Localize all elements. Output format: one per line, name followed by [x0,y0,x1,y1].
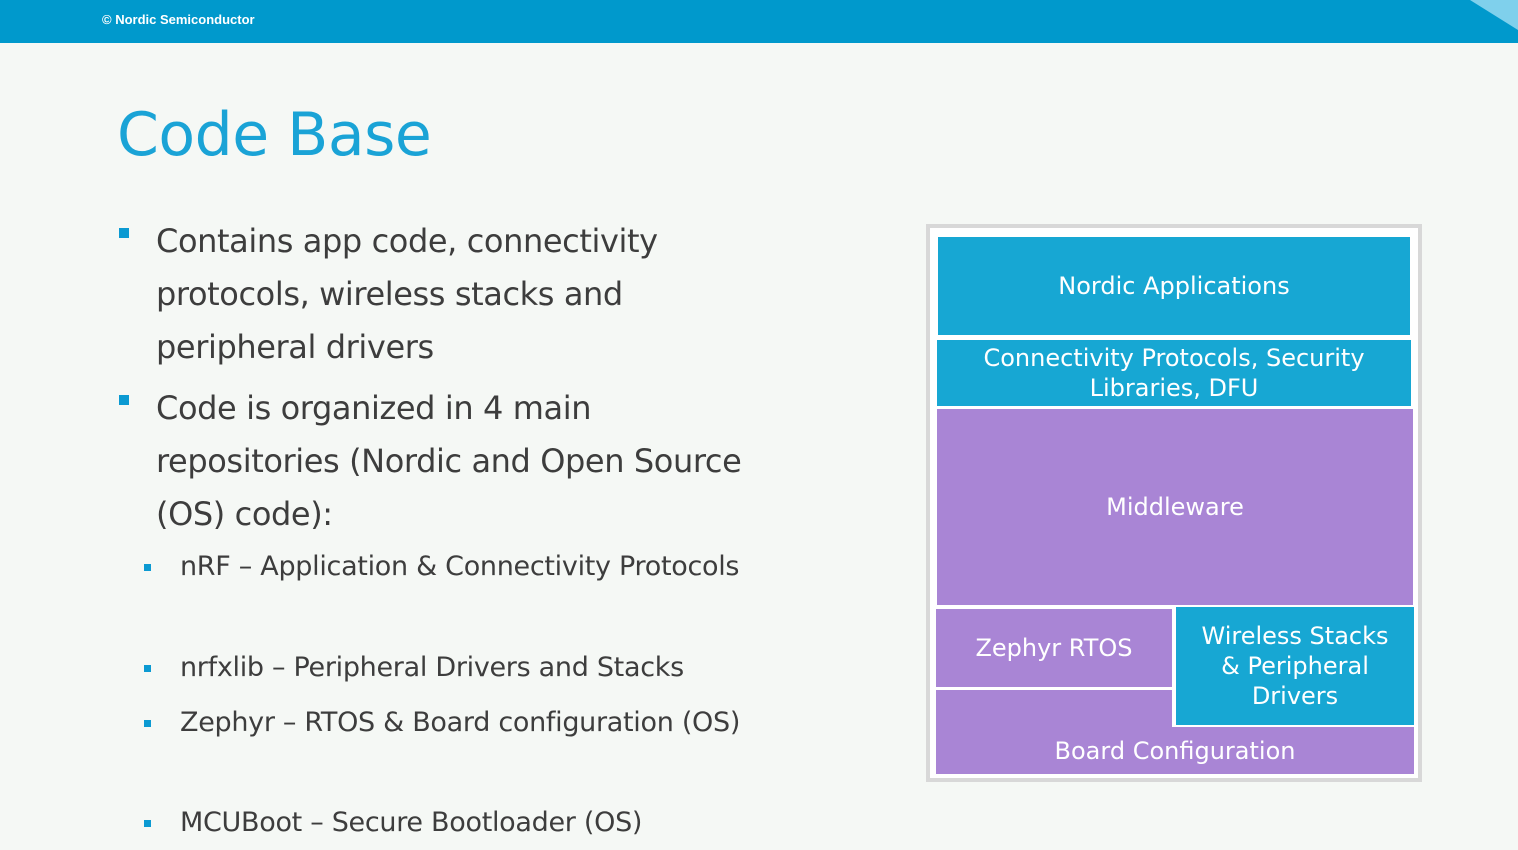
copyright-text: © Nordic Semiconductor [102,12,255,27]
wireless-stacks-block: Wireless Stacks & Peripheral Drivers [1176,607,1414,725]
corner-accent [1470,0,1518,30]
bullet-item: Contains app code, connectivity protocol… [119,215,756,374]
middleware-block: Middleware [937,409,1413,605]
sub-bullet-item: Zephyr – RTOS & Board configuration (OS) [144,700,780,746]
header-bar: © Nordic Semiconductor [0,0,1518,43]
board-configuration-block: Board Configuration [936,727,1414,774]
bullet-item: Code is organized in 4 main repositories… [119,382,756,541]
sub-bullet-item: nrfxlib – Peripheral Drivers and Stacks [144,645,780,691]
nordic-applications-block: Nordic Applications [938,237,1410,335]
connectivity-protocols-block: Connectivity Protocols, Security Librari… [937,340,1411,406]
architecture-diagram: Nordic Applications Connectivity Protoco… [926,224,1422,782]
sub-bullet-item: MCUBoot – Secure Bootloader (OS) [144,800,780,846]
sub-bullet-item: nRF – Application & Connectivity Protoco… [144,544,780,590]
slide-title: Code Base [117,100,432,170]
zephyr-rtos-block: Zephyr RTOS [936,609,1172,687]
